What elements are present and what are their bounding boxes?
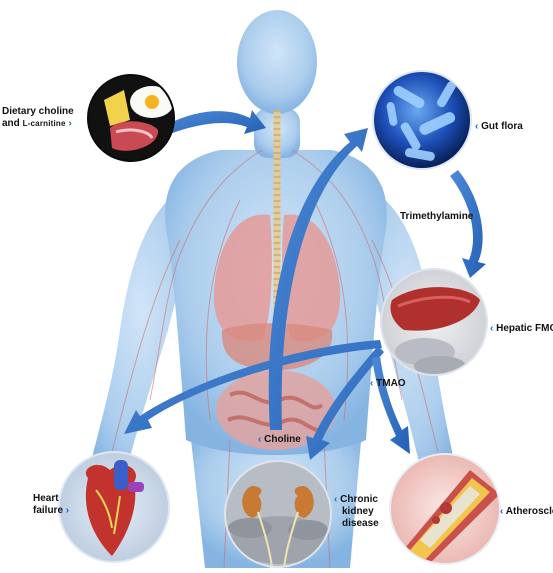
label-choline-text: Choline — [264, 434, 301, 445]
label-trimethylamine: Trimethylamine — [400, 211, 473, 223]
label-chronic-kidney-disease: ‹ Chronic kidney disease — [334, 494, 379, 530]
label-ckd-chronic: Chronic — [340, 494, 378, 505]
food-plate-icon — [85, 72, 177, 164]
label-gut-flora: ‹ Gut flora — [475, 121, 523, 133]
label-atherosclerosis: ‹ Atherosclerosis — [500, 506, 553, 518]
label-heart-line1: Heart — [33, 493, 69, 505]
arrow-gut-to-liver — [450, 170, 486, 278]
label-dietary-carnitine: -carnitine — [28, 119, 66, 128]
chevron-left-icon: ‹ — [500, 506, 503, 517]
label-ckd-line3: disease — [334, 518, 379, 530]
chevron-left-icon: ‹ — [475, 121, 478, 132]
heart-icon — [58, 451, 170, 563]
label-heart-line2: failure › — [33, 505, 69, 517]
chevron-right-icon: › — [66, 505, 69, 516]
label-dietary-line1: Dietary choline — [2, 106, 74, 118]
kidney-icon — [224, 460, 332, 568]
chevron-left-icon: ‹ — [490, 323, 493, 334]
chevron-left-icon: ‹ — [370, 378, 373, 389]
label-heart-failure-text: failure — [33, 505, 63, 516]
chevron-left-icon: ‹ — [334, 494, 337, 505]
label-dietary-line2: and L-carnitine › — [2, 118, 74, 130]
artery-plaque-icon — [389, 453, 501, 568]
label-choline: ‹ Choline — [258, 434, 301, 446]
liver-icon — [380, 268, 488, 376]
bacteria-icon — [372, 70, 472, 170]
label-ckd-line2: kidney — [334, 506, 379, 518]
label-heart-failure: Heart failure › — [33, 493, 69, 517]
chevron-left-icon: ‹ — [258, 434, 261, 445]
label-tmao: ‹ TMAO — [370, 378, 406, 390]
chevron-right-icon: › — [68, 118, 71, 129]
label-dietary-and: and — [2, 118, 23, 129]
label-tmao-text: TMAO — [376, 378, 405, 389]
arrow-food-to-mouth — [168, 110, 266, 134]
label-ckd-line1: ‹ Chronic — [334, 494, 379, 506]
label-dietary-choline: Dietary choline and L-carnitine › — [2, 106, 74, 130]
label-hepatic-fmos-text: Hepatic FMOs — [496, 323, 553, 334]
label-gut-flora-text: Gut flora — [481, 121, 523, 132]
label-hepatic-fmos: ‹ Hepatic FMOs — [490, 323, 553, 335]
label-atherosclerosis-text: Atherosclerosis — [506, 506, 553, 517]
